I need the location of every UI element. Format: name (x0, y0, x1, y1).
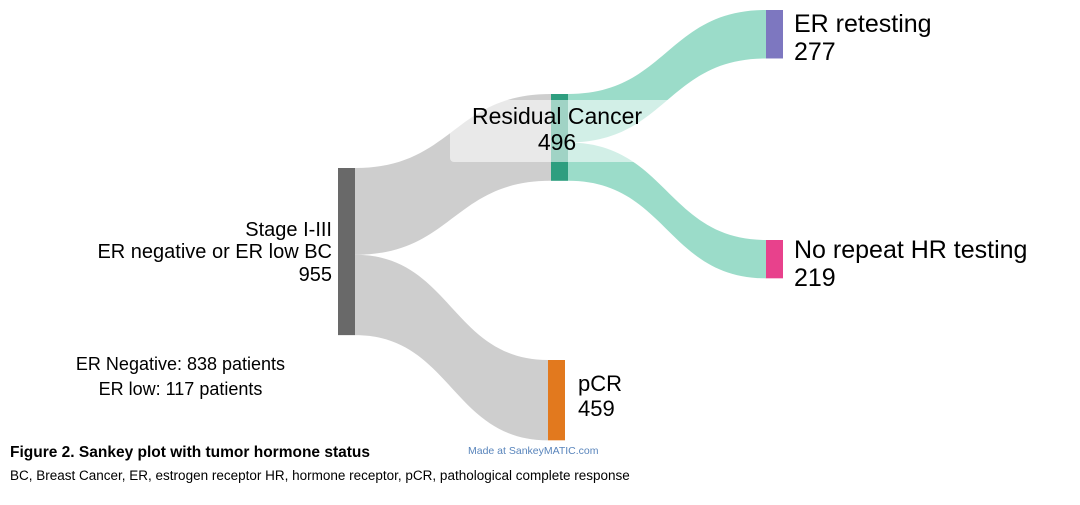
residual-label-text: Residual Cancer (471, 103, 643, 129)
node-label-no-repeat-hr: No repeat HR testing 219 (794, 236, 1027, 292)
node-pcr (548, 360, 565, 441)
stage-value: 955 (298, 263, 332, 286)
node-no_repeat (766, 240, 783, 279)
er-status-annotation: ER Negative: 838 patients ER low: 117 pa… (38, 352, 323, 402)
node-label-er-retesting: ER retesting 277 (794, 10, 932, 66)
figure-caption: Figure 2. Sankey plot with tumor hormone… (10, 444, 370, 461)
no-repeat-hr-value: 219 (794, 264, 836, 292)
no-repeat-hr-label-text: No repeat HR testing (794, 236, 1028, 264)
er-low-count: ER low: 117 patients (98, 379, 263, 400)
pcr-value: 459 (578, 395, 615, 421)
flow-residual-to-no_repeat (568, 142, 766, 279)
er-retesting-label-text: ER retesting (794, 10, 932, 38)
er-negative-count: ER Negative: 838 patients (75, 354, 286, 374)
stage-label-line2: ER negative or ER low BC (97, 241, 332, 264)
node-label-stage: Stage I-III ER negative or ER low BC 955 (97, 219, 332, 286)
node-label-pcr: pCR 459 (578, 371, 623, 421)
er-retesting-value: 277 (794, 38, 836, 66)
stage-label-line1: Stage I-III (245, 219, 332, 241)
flow-stage-to-pcr (355, 254, 548, 441)
sankeymatic-watermark-link[interactable]: Made at SankeyMATIC.com (468, 445, 599, 457)
node-er_retesting (766, 10, 783, 59)
figure-footnote: BC, Breast Cancer, ER, estrogen receptor… (10, 468, 630, 483)
residual-label-background (450, 100, 712, 162)
node-stage (338, 168, 355, 336)
residual-value: 496 (537, 128, 577, 155)
pcr-label-text: pCR (578, 371, 623, 396)
node-label-residual-cancer: Residual Cancer 496 (452, 103, 662, 156)
